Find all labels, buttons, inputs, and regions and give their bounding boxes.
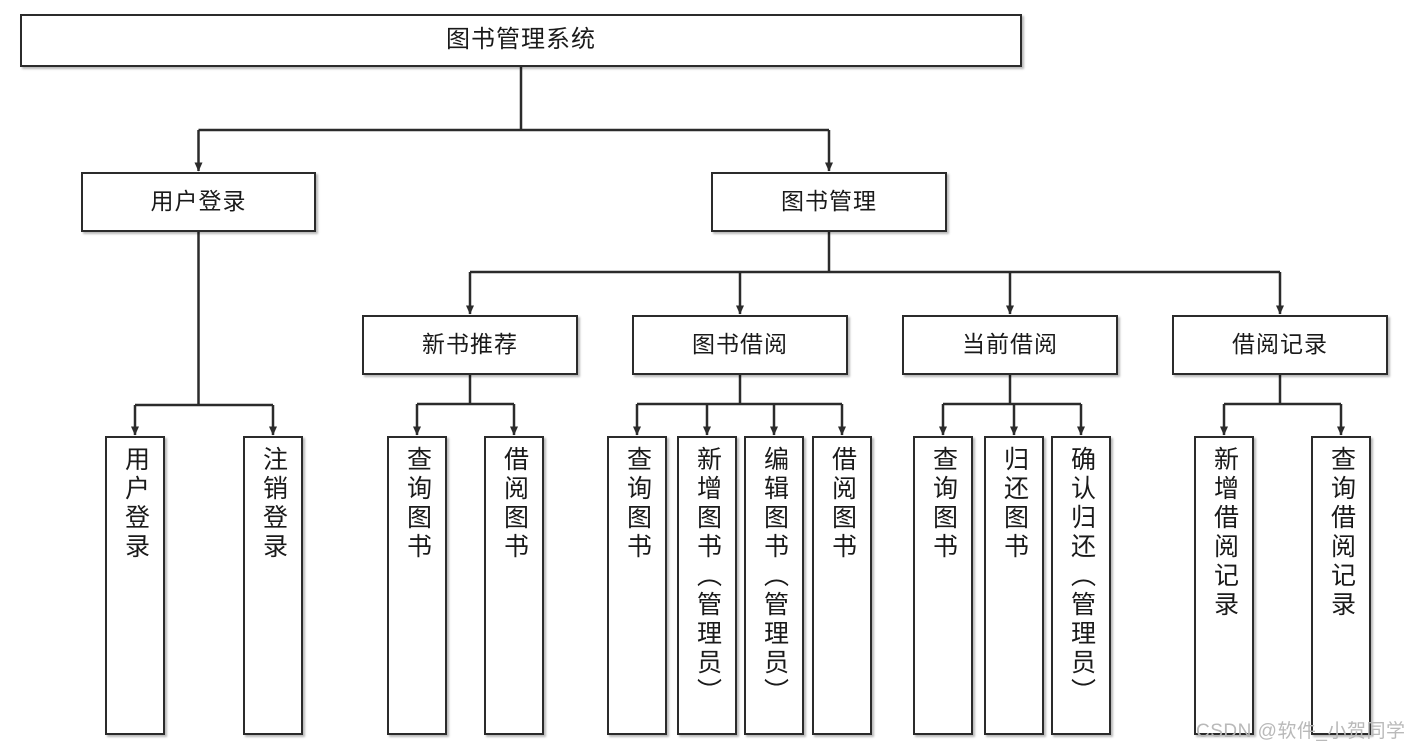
- node-book-manage-label: 图书管理: [781, 188, 877, 215]
- node-new-book-recommend[interactable]: 新书推荐: [362, 315, 578, 375]
- node-book-borrow[interactable]: 图书借阅: [632, 315, 848, 375]
- leaf-edit-book[interactable]: 编辑图书（管理员）: [744, 436, 804, 735]
- node-root-label: 图书管理系统: [446, 26, 596, 54]
- leaf-logout[interactable]: 注销登录: [243, 436, 303, 735]
- leaf-user-login[interactable]: 用户登录: [105, 436, 165, 735]
- node-root[interactable]: 图书管理系统: [20, 14, 1022, 67]
- leaf-return-book-label: 归还图书: [1000, 446, 1029, 562]
- leaf-borrow-book-1-label: 借阅图书: [500, 446, 529, 562]
- leaf-query-book-2-label: 查询图书: [623, 446, 652, 562]
- csdn-watermark: CSDN @软件_小贺同学: [1196, 721, 1405, 742]
- leaf-confirm-return[interactable]: 确认归还（管理员）: [1051, 436, 1111, 735]
- node-borrow-record[interactable]: 借阅记录: [1172, 315, 1388, 375]
- leaf-confirm-return-label: 确认归还（管理员）: [1067, 446, 1096, 707]
- leaf-query-borrow-record-label: 查询借阅记录: [1327, 446, 1356, 620]
- leaf-add-borrow-record[interactable]: 新增借阅记录: [1194, 436, 1254, 735]
- leaf-add-book-label: 新增图书（管理员）: [693, 446, 722, 707]
- node-borrow-record-label: 借阅记录: [1232, 331, 1328, 358]
- leaf-logout-label: 注销登录: [259, 446, 288, 562]
- leaf-query-borrow-record[interactable]: 查询借阅记录: [1311, 436, 1371, 735]
- leaf-query-book-3[interactable]: 查询图书: [913, 436, 973, 735]
- node-new-book-recommend-label: 新书推荐: [422, 331, 518, 358]
- leaf-query-book-1-label: 查询图书: [403, 446, 432, 562]
- node-book-manage[interactable]: 图书管理: [711, 172, 947, 232]
- node-user-login[interactable]: 用户登录: [81, 172, 316, 232]
- edge-group: [131, 67, 1345, 436]
- node-current-borrow[interactable]: 当前借阅: [902, 315, 1118, 375]
- leaf-borrow-book-2-label: 借阅图书: [828, 446, 857, 562]
- leaf-add-borrow-record-label: 新增借阅记录: [1210, 446, 1239, 620]
- node-user-login-label: 用户登录: [150, 188, 247, 215]
- leaf-edit-book-label: 编辑图书（管理员）: [760, 446, 789, 707]
- leaf-return-book[interactable]: 归还图书: [984, 436, 1044, 735]
- leaf-query-book-2[interactable]: 查询图书: [607, 436, 667, 735]
- leaf-borrow-book-1[interactable]: 借阅图书: [484, 436, 544, 735]
- leaf-query-book-3-label: 查询图书: [929, 446, 958, 562]
- node-current-borrow-label: 当前借阅: [962, 331, 1058, 358]
- leaf-query-book-1[interactable]: 查询图书: [387, 436, 447, 735]
- leaf-add-book[interactable]: 新增图书（管理员）: [677, 436, 737, 735]
- leaf-borrow-book-2[interactable]: 借阅图书: [812, 436, 872, 735]
- leaf-user-login-label: 用户登录: [121, 446, 150, 562]
- node-book-borrow-label: 图书借阅: [692, 331, 788, 358]
